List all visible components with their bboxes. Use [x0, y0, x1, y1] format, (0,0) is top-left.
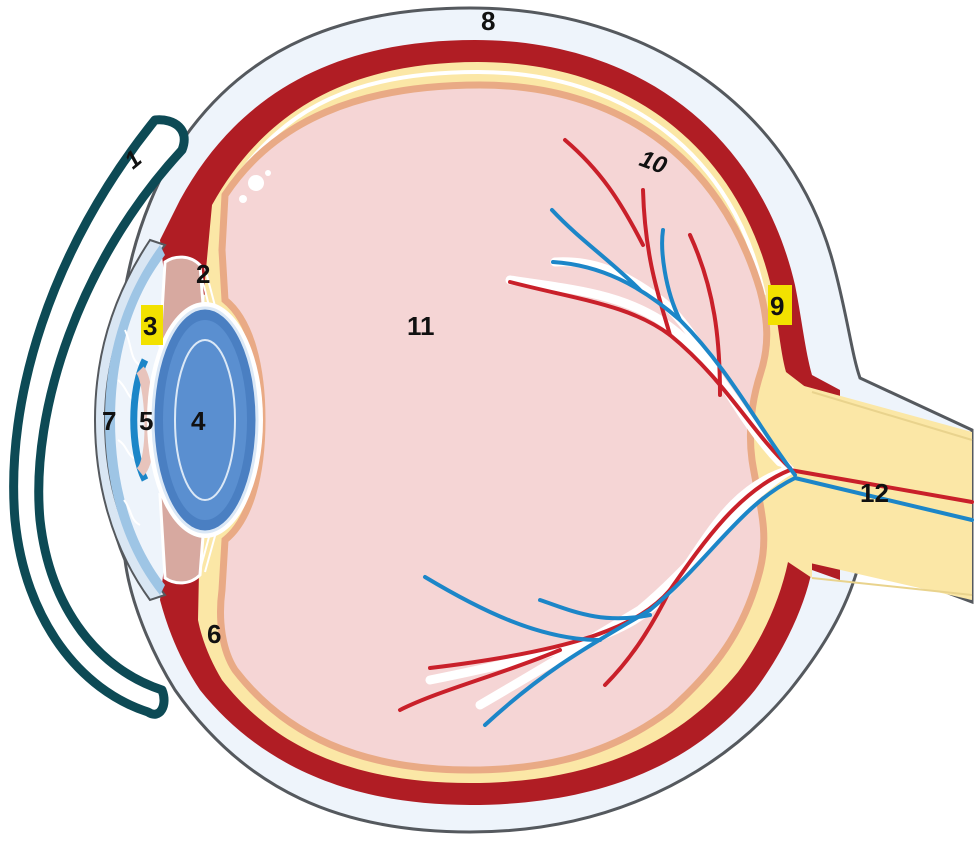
- artery-inferior-branch-2: [398, 648, 562, 712]
- vein-superior-branch-1: [660, 228, 682, 322]
- glare-dot-large: [248, 175, 264, 191]
- optic-nerve: [769, 378, 972, 600]
- anterior-chamber: [105, 245, 165, 595]
- optic-nerve-outline: [811, 391, 973, 596]
- vein-inferior: [483, 476, 797, 727]
- vein-inferior-branch-1: [538, 598, 652, 621]
- eyelid: [9, 115, 189, 719]
- artery-to-nerve: [788, 468, 974, 504]
- label-3-highlight: [141, 305, 163, 345]
- vitreous-body: [217, 81, 771, 774]
- vein-to-nerve: [793, 476, 974, 522]
- lens: [147, 302, 263, 538]
- label-2: 2: [196, 259, 210, 289]
- glare-dot-medium: [239, 195, 247, 203]
- artery-superior-branch-2: [563, 138, 645, 247]
- label-11: 11: [407, 311, 435, 341]
- label-5: 5: [139, 406, 153, 436]
- vein-inferior-branch-2: [423, 575, 602, 642]
- label-12: 12: [860, 478, 889, 508]
- label-4: 4: [191, 406, 206, 436]
- vein-superior-branch-2: [550, 208, 642, 292]
- artery-inferior-branch-1: [603, 588, 672, 687]
- label-9-highlight: [768, 285, 792, 325]
- retinal-vessels: [398, 138, 974, 727]
- label-7: 7: [102, 406, 116, 436]
- glare-dot-small: [265, 170, 271, 176]
- label-8: 8: [481, 6, 495, 36]
- artery-superior-branch-1: [641, 188, 672, 337]
- label-3: 3: [143, 311, 157, 341]
- retina-separator-line: [230, 69, 766, 296]
- label-6: 6: [207, 619, 221, 649]
- label-9: 9: [770, 291, 784, 321]
- artery-superior-branch-3: [688, 233, 722, 397]
